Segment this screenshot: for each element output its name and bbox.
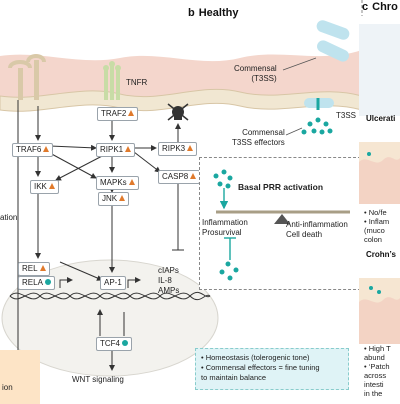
node-ikk: IKK (30, 180, 59, 194)
cd-line-2: abund (364, 353, 385, 362)
phospho-marker-icon (125, 146, 132, 152)
mucus-layer (0, 0, 362, 62)
cd-tissue-illustration (359, 286, 400, 344)
left-cut-text: ation (0, 213, 18, 222)
phospho-marker-icon (128, 110, 135, 116)
phospho-marker-icon (119, 195, 126, 201)
phospho-marker-icon (48, 183, 55, 189)
panel-c-top-image (359, 24, 400, 116)
basal-right-line-2: Cell death (286, 230, 323, 239)
cd-line-6: in the (364, 389, 383, 398)
node-ap1: AP-1 (100, 276, 126, 290)
basal-prr-box: Basal PRR activation Inflammation Prosur… (199, 157, 361, 290)
info-line-3: to maintain balance (201, 373, 267, 382)
commensal-bacteria-icon (304, 20, 350, 108)
dna-helix (9, 277, 211, 301)
panel-b-letter: b (188, 7, 195, 19)
uc-line-1: • No/fe (364, 208, 387, 217)
uc-tissue-illustration (359, 152, 400, 204)
node-rela: RELA (18, 276, 55, 290)
node-ripk1: RIPK1 (96, 143, 136, 157)
panel-c (359, 16, 400, 404)
basal-left-line-2: Prosurvival (202, 228, 242, 237)
effector-target-icon (122, 340, 128, 346)
left-bottom-cut-text: ion (2, 383, 13, 392)
cd-line-1: • High T (364, 344, 391, 353)
effector-dots (301, 117, 333, 135)
node-traf2: TRAF2 (97, 107, 139, 121)
phospho-marker-icon (128, 179, 135, 185)
tnfr-receptor-icon (103, 61, 121, 100)
uc-tissue-image (359, 142, 400, 204)
tnfr-label: TNFR (126, 78, 148, 87)
left-note-box (0, 350, 40, 404)
uc-heading: Ulcerati (366, 114, 396, 123)
uc-line-3: (muco (364, 226, 385, 235)
info-box: • Homeostasis (tolerogenic tone) • Comme… (195, 348, 349, 390)
node-mapks: MAPKs (96, 176, 139, 190)
info-line-1: • Homeostasis (tolerogenic tone) (201, 353, 310, 362)
phospho-marker-icon (43, 146, 50, 152)
node-casp8: CASP8 (158, 170, 201, 184)
commensal-effectors-label: Commensal T3SS effectors (232, 128, 285, 147)
basal-right-line-1: Anti-inflammation (286, 220, 348, 229)
t3ss-label: T3SS (336, 111, 357, 120)
node-tcf4: TCF4 (96, 337, 132, 351)
cd-line-4: across (364, 371, 387, 380)
node-ripk3: RIPK3 (158, 142, 198, 156)
wnt-signaling-label: WNT signaling (72, 375, 124, 384)
node-jnk: JNK (98, 192, 130, 206)
panel-b-heading: Healthy (198, 7, 239, 19)
output-il8: IL-8 (158, 276, 172, 285)
tlr-receptor-icon (8, 54, 46, 100)
node-traf6: TRAF6 (12, 143, 54, 157)
commensal-label: Commensal (T3SS) (234, 64, 277, 83)
phospho-marker-icon (187, 145, 194, 151)
uc-line-4: colon (364, 235, 382, 244)
cd-line-3: • ‘Patch (364, 362, 390, 371)
cd-line-5: intesti (364, 380, 384, 389)
info-line-2: • Commensal effectors = fine tuning (201, 363, 320, 372)
cd-tissue-image (359, 278, 400, 344)
balance-diagram (213, 169, 350, 281)
cd-heading: Crohn’s (366, 250, 396, 259)
panel-c-letter: c (362, 1, 369, 13)
nucleus (1, 259, 219, 377)
node-rel: REL (18, 262, 50, 276)
panel-c-heading: Chro (372, 1, 398, 13)
uc-line-2: • Inflam (364, 217, 390, 226)
phospho-marker-icon (190, 173, 197, 179)
basal-left-line-1: Inflammation (202, 218, 248, 227)
effector-target-icon (44, 279, 51, 285)
output-ciaps: cIAPs (158, 266, 179, 275)
output-amps: AMPs (158, 286, 180, 295)
skull-icon (167, 103, 189, 121)
basal-title: Basal PRR activation (238, 182, 324, 192)
phospho-marker-icon (39, 265, 46, 271)
